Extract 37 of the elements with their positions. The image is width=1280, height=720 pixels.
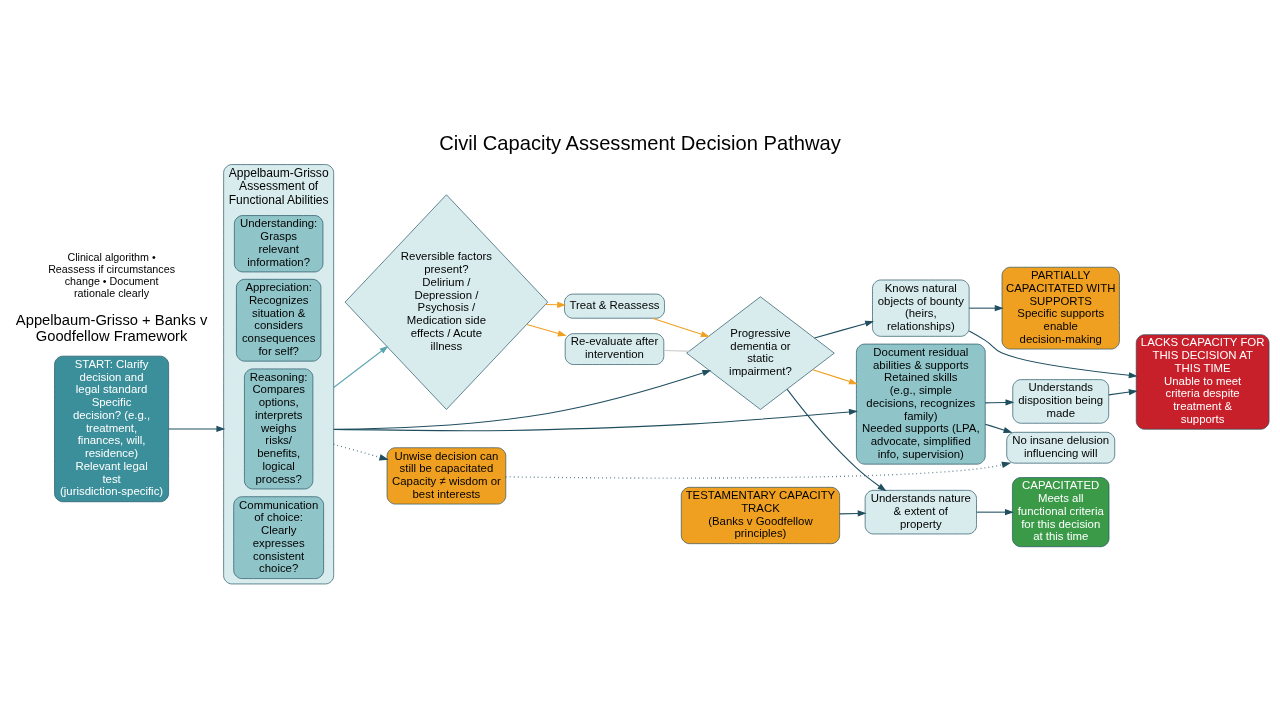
diagram-title: Civil Capacity Assessment Decision Pathway: [439, 131, 841, 154]
node-diamond: Reversible factors present? Delirium / Depression / Psychosis / Medication side effects / Acute illness: [344, 193, 549, 410]
node-box: Understanding: Grasps relevant information?: [234, 214, 324, 272]
node-box: Appreciation: Recognizes situation & considers consequences for self?: [236, 278, 322, 361]
node-box: CAPACITATED Meets all functional criteria for this decision at this time: [1012, 476, 1110, 547]
arrow: [1108, 388, 1138, 395]
node-box: LACKS CAPACITY FOR THIS DECISION AT THIS TIME Unable to meet criteria despite treatment & supports: [1135, 333, 1270, 430]
node-box: Communication of choice: Clearly expresses consistent choice?: [233, 495, 324, 579]
arrow: [786, 388, 887, 491]
node-box: Knows natural objects of bounty (heirs, relationships): [872, 279, 970, 337]
arrow: [968, 304, 1004, 311]
arrow: [839, 509, 867, 517]
node-box: Re-evaluate after intervention: [564, 332, 665, 365]
node-box: Treat & Reassess: [564, 293, 665, 319]
node-box: START: Clarify decision and legal standard Specific decision? (e.g., treatment, finances, will, residence) Relevant legal test (jurisdiction-specific): [54, 355, 169, 502]
label: Appelbaum-Grisso + Banks v Goodfellow Framework: [15, 311, 208, 344]
arrow: [984, 398, 1015, 406]
arrow: [333, 345, 389, 388]
arrow: [812, 368, 858, 384]
label: Clinical algorithm • Reassess if circumstances change • Document rationale clearly: [48, 250, 176, 299]
node-box: Understands disposition being made: [1012, 378, 1110, 424]
arrow: [968, 330, 1138, 378]
arrow: [984, 423, 1013, 433]
connector: [663, 349, 690, 352]
arrow: [168, 425, 226, 432]
node-diamond: Progressive dementia or static impairment?: [686, 295, 835, 410]
arrow: [526, 323, 567, 336]
node-box: Unwise decision can still be capacitated Capacity ≠ wisdom or best interests: [386, 446, 507, 504]
node-box: PARTIALLY CAPACITATED WITH SUPPORTS Specific supports enable decision-making: [1001, 266, 1120, 349]
node-box: Document residual abilities & supports Retained skills (e.g., simple decisions, recognizes family) Needed supports (LPA, advocate, simplified info, supervision): [856, 343, 986, 464]
node-box: Reasoning: Compares options, interprets weighs risks/ benefits, logical process?: [244, 368, 314, 489]
node-box: Understands nature & extent of property: [864, 489, 977, 534]
arrow: [976, 508, 1014, 515]
node-box: No insane delusion influencing will: [1006, 431, 1116, 463]
node-box: TESTAMENTARY CAPACITY TRACK (Banks v Goodfellow principles): [680, 486, 840, 544]
arrow: [814, 320, 875, 339]
arrow: [333, 408, 858, 431]
